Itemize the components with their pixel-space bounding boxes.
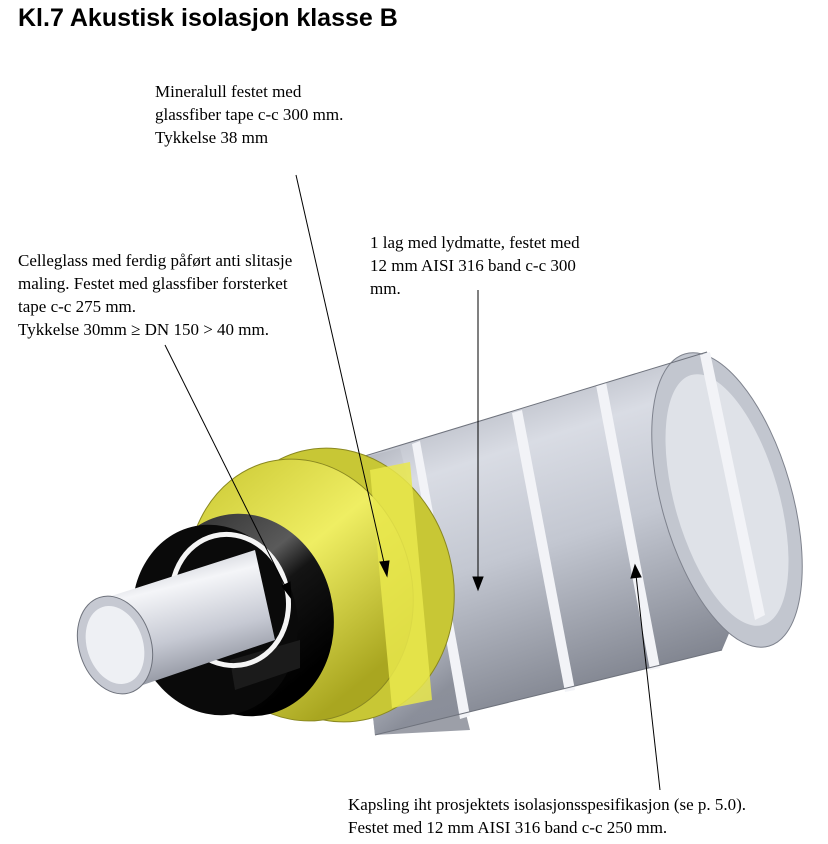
arrowhead-mineralull [379,560,390,578]
label-lydmatte-line: 12 mm AISI 316 band c-c 300 [370,256,576,275]
label-celleglass-line: tape c-c 275 mm. [18,297,137,316]
arrowhead-celleglass [281,581,292,600]
leader-kapsling [635,574,661,791]
label-celleglass-line: Tykkelse 30mm ≥ DN 150 > 40 mm. [18,320,269,339]
label-celleglass-line: Celleglass med ferdig påført anti slitas… [18,251,293,270]
label-lydmatte-line: 1 lag med lydmatte, festet med [370,233,580,252]
label-celleglass-line: maling. Festet med glassfiber forsterket [18,274,288,293]
label-lydmatte: 1 lag med lydmatte, festet med 12 mm AIS… [370,231,580,300]
label-kapsling-line: Festet med 12 mm AISI 316 band c-c 250 m… [348,818,668,837]
label-kapsling: Kapsling iht prosjektets isolasjonsspesi… [348,793,746,839]
page-title: Kl.7 Akustisk isolasjon klasse B [18,4,398,32]
label-mineralull-line: Mineralull festet med [155,82,302,101]
label-mineralull: Mineralull festet med glassfiber tape c-… [155,80,343,149]
label-mineralull-line: Tykkelse 38 mm [155,128,269,147]
leader-mineralull [295,174,386,568]
label-lydmatte-line: mm. [370,279,401,298]
label-kapsling-line: Kapsling iht prosjektets isolasjonsspesi… [348,795,747,814]
arrowhead-lydmatte [472,576,484,592]
arrowhead-kapsling [630,563,642,579]
leader-lines [164,174,661,791]
label-celleglass: Celleglass med ferdig påført anti slitas… [18,249,292,341]
label-mineralull-line: glassfiber tape c-c 300 mm. [155,105,344,124]
pipe [76,550,275,695]
leader-celleglass [164,344,288,591]
